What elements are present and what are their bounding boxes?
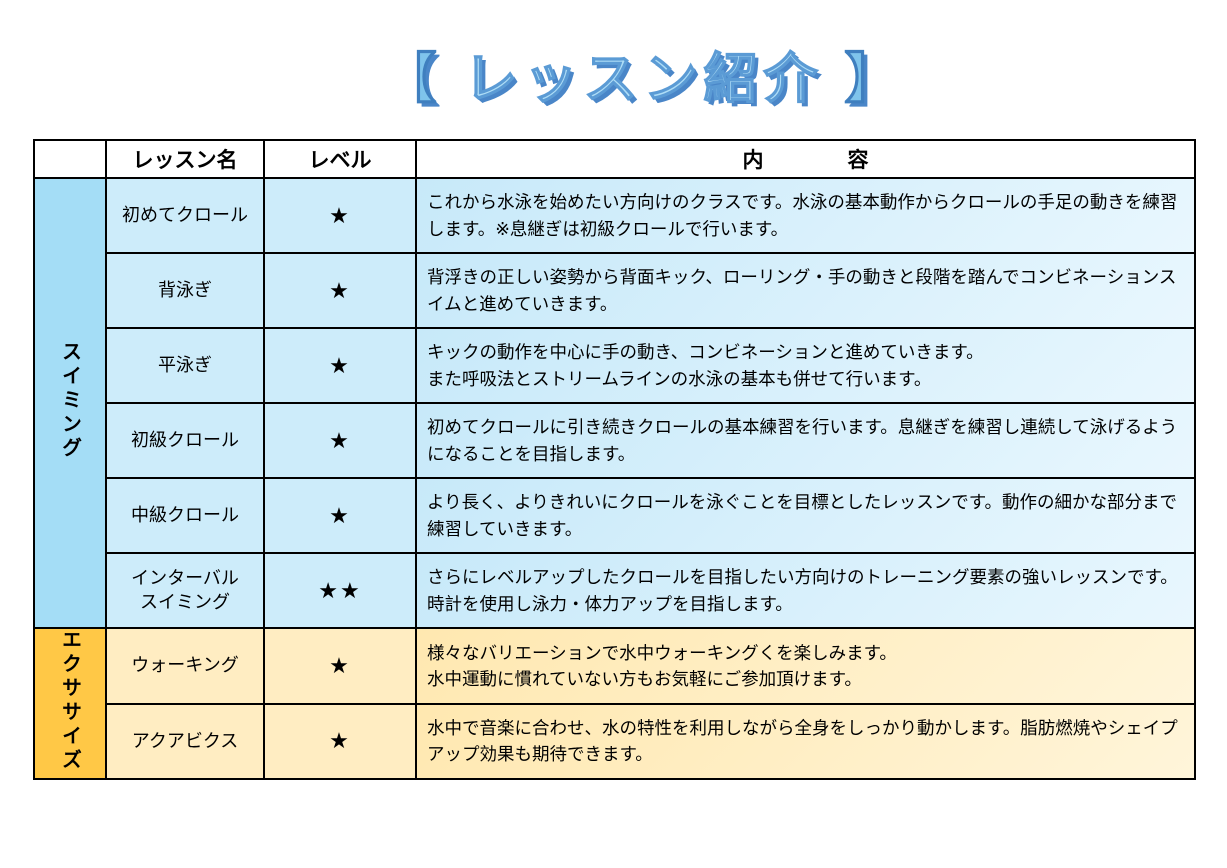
level-cell: ★ — [263, 477, 417, 554]
level-cell: ★ — [263, 327, 417, 404]
level-cell: ★ — [263, 252, 417, 329]
level-cell: ★ — [263, 702, 417, 780]
content-cell: キックの動作を中心に手の動き、コンビネーションと進めていきます。 また呼吸法とス… — [415, 327, 1196, 404]
table-row: エクササイズ ウォーキング ★ 様々なバリエーションで水中ウォーキングくを楽しみ… — [33, 627, 1196, 780]
table-row: 平泳ぎ ★ キックの動作を中心に手の動き、コンビネーションと進めていきます。 ま… — [34, 327, 1196, 404]
table-row: 初級クロール ★ 初めてクロールに引き続きクロールの基本練習を行います。息継ぎを… — [34, 402, 1196, 479]
lesson-name-cell: ウォーキング — [105, 627, 265, 705]
content-cell: 背浮きの正しい姿勢から背面キック、ローリング・手の動きと段階を踏んでコンビネーシ… — [415, 252, 1196, 329]
category-exercise: エクササイズ — [33, 627, 107, 780]
lesson-name-cell: 初級クロール — [105, 402, 265, 479]
content-cell: さらにレベルアップしたクロールを目指したい方向けのトレーニング要素の強いレッスン… — [415, 552, 1196, 629]
table-row: アクアビクス ★ 水中で音楽に合わせ、水の特性を利用しながら全身をしっかり動かし… — [34, 702, 1196, 780]
table-row: インターバル スイミング ★★ さらにレベルアップしたクロールを目指したい方向け… — [34, 552, 1196, 629]
header-level: レベル — [263, 139, 417, 179]
lesson-name-cell: アクアビクス — [105, 702, 265, 780]
category-swimming: スイミング — [33, 177, 107, 629]
table-header-row: レッスン名 レベル 内 容 — [33, 139, 1196, 179]
title-text: レッスン紹介 — [442, 48, 845, 110]
page: 【 レッスン紹介 】 レッスン名 レベル 内 容 スイミング 初めてクロール ★… — [0, 34, 1227, 868]
lesson-name-cell: 背泳ぎ — [105, 252, 265, 329]
level-cell: ★★ — [263, 552, 417, 629]
lesson-table: レッスン名 レベル 内 容 スイミング 初めてクロール ★ これから水泳を始めた… — [33, 139, 1196, 780]
category-swimming-label: スイミング — [58, 340, 81, 461]
page-title: 【 レッスン紹介 】 — [60, 34, 1227, 113]
header-content: 内 容 — [415, 139, 1196, 179]
table-row: 中級クロール ★ より長く、よりきれいにクロールを泳ぐことを目標としたレッスンで… — [34, 477, 1196, 554]
header-corner — [33, 139, 107, 179]
content-cell: 水中で音楽に合わせ、水の特性を利用しながら全身をしっかり動かします。脂肪燃焼やシ… — [415, 702, 1196, 780]
lesson-name-cell: 初めてクロール — [105, 177, 265, 254]
content-cell: これから水泳を始めたい方向けのクラスです。水泳の基本動作からクロールの手足の動き… — [415, 177, 1196, 254]
table-row: スイミング 初めてクロール ★ これから水泳を始めたい方向けのクラスです。水泳の… — [33, 177, 1196, 629]
title-bracket-open: 【 — [382, 48, 443, 110]
header-lesson-name: レッスン名 — [105, 139, 265, 179]
content-cell: 初めてクロールに引き続きクロールの基本練習を行います。息継ぎを練習し連続して泳げ… — [415, 402, 1196, 479]
lesson-name-cell: 平泳ぎ — [105, 327, 265, 404]
lesson-name-cell: インターバル スイミング — [105, 552, 265, 629]
level-cell: ★ — [263, 177, 417, 254]
table-row: 背泳ぎ ★ 背浮きの正しい姿勢から背面キック、ローリング・手の動きと段階を踏んで… — [34, 252, 1196, 329]
level-cell: ★ — [263, 627, 417, 705]
title-bracket-close: 】 — [844, 48, 905, 110]
level-cell: ★ — [263, 402, 417, 479]
content-cell: 様々なバリエーションで水中ウォーキングくを楽しみます。 水中運動に慣れていない方… — [415, 627, 1196, 705]
lesson-name-cell: 中級クロール — [105, 477, 265, 554]
content-cell: より長く、よりきれいにクロールを泳ぐことを目標としたレッスンです。動作の細かな部… — [415, 477, 1196, 554]
category-exercise-label: エクササイズ — [58, 629, 81, 773]
